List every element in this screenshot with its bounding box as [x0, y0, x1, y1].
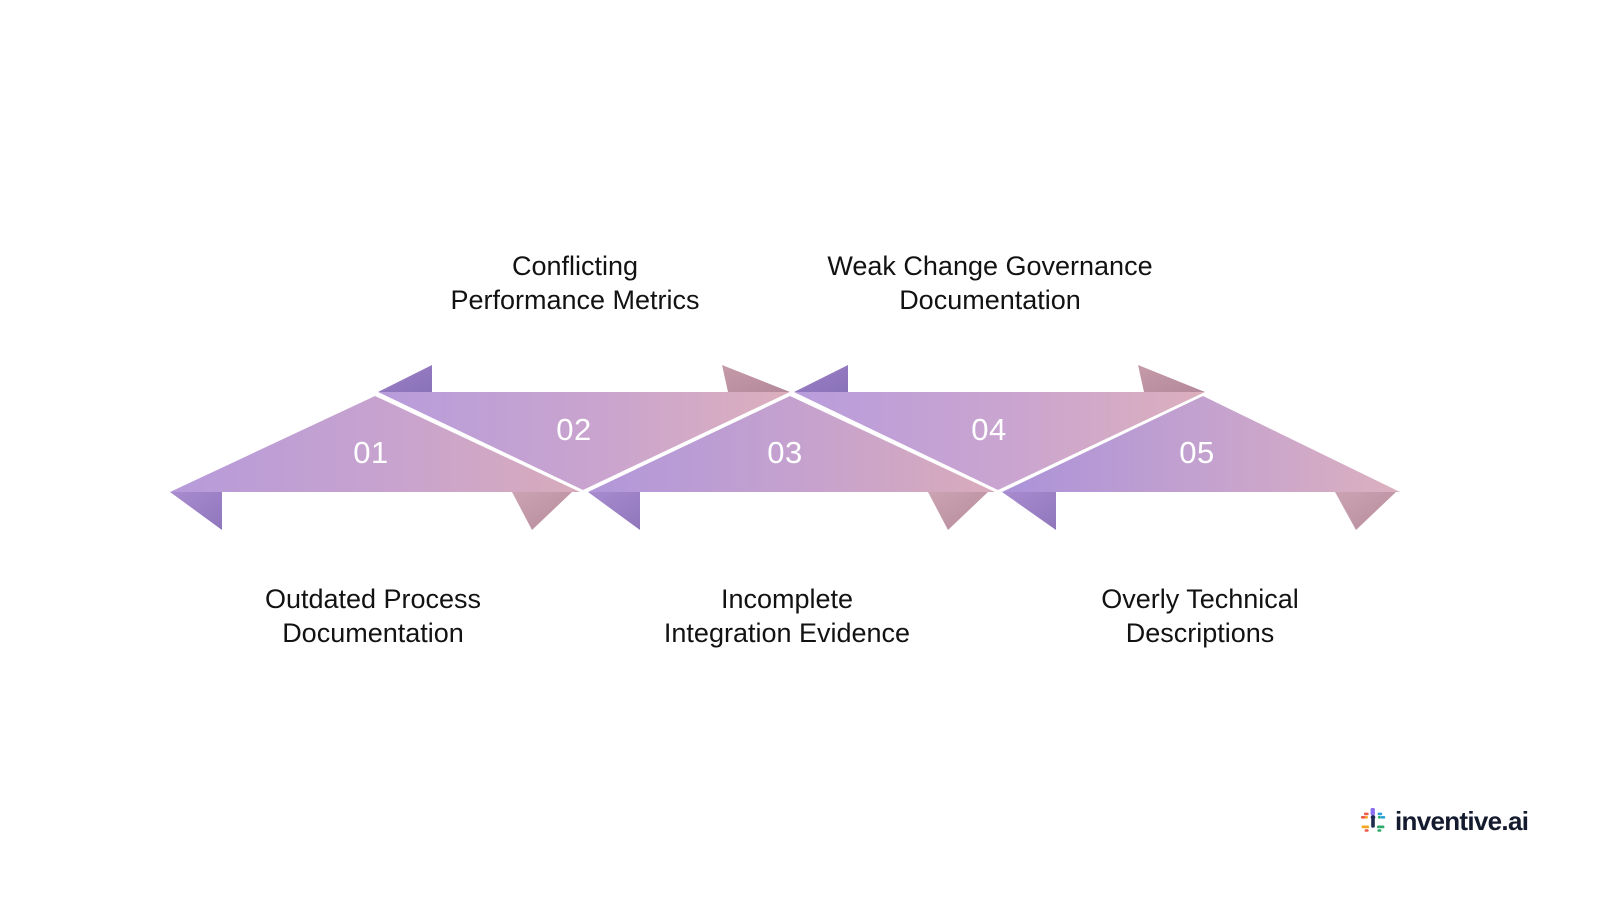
arrow-step-03[interactable]: 03	[588, 396, 995, 530]
arrow-step-02[interactable]: 02	[378, 365, 790, 490]
arrow-tail-02b	[722, 365, 790, 392]
step-label-02: Conflicting Performance Metrics	[450, 251, 700, 315]
arrow-tail-04	[794, 365, 848, 392]
logo-name: inventive	[1395, 806, 1502, 836]
arrow-tail-01b	[512, 492, 572, 530]
arrow-tail-04b	[1138, 365, 1205, 392]
step-number-01: 01	[353, 435, 388, 470]
arrow-body-01	[170, 396, 580, 492]
arrow-tail-05	[1002, 492, 1056, 530]
inventive-wordmark: inventive.ai	[1395, 806, 1529, 836]
arrow-step-01[interactable]: 01	[170, 396, 580, 530]
step-number-03: 03	[767, 435, 802, 470]
arrow-body-04	[794, 392, 1205, 490]
inventive-logo-icon	[1361, 808, 1386, 832]
step-number-05: 05	[1179, 435, 1214, 470]
brand-logo[interactable]: inventive.ai	[1358, 806, 1529, 836]
arrow-step-05[interactable]: 05	[1002, 396, 1400, 530]
arrow-body-05	[1002, 396, 1400, 492]
step-label-03: Incomplete Integration Evidence	[663, 584, 911, 648]
step-number-04: 04	[971, 412, 1006, 447]
step-label-01: Outdated Process Documentation	[264, 584, 482, 648]
step-label-04: Weak Change Governance Documentation	[827, 251, 1153, 315]
arrow-tail-05b	[1335, 492, 1396, 530]
step-label-05: Overly Technical Descriptions	[1101, 584, 1299, 648]
arrow-tail-03b	[928, 492, 988, 530]
arrow-body-03	[588, 396, 995, 492]
arrow-tail-02	[378, 365, 432, 392]
step-number-02: 02	[556, 412, 591, 447]
arrow-tail-01	[170, 492, 222, 530]
logo-suffix: .ai	[1501, 806, 1529, 836]
arrow-step-04[interactable]: 04	[794, 365, 1205, 490]
arrow-tail-03	[588, 492, 640, 530]
arrow-body-02	[378, 392, 790, 490]
